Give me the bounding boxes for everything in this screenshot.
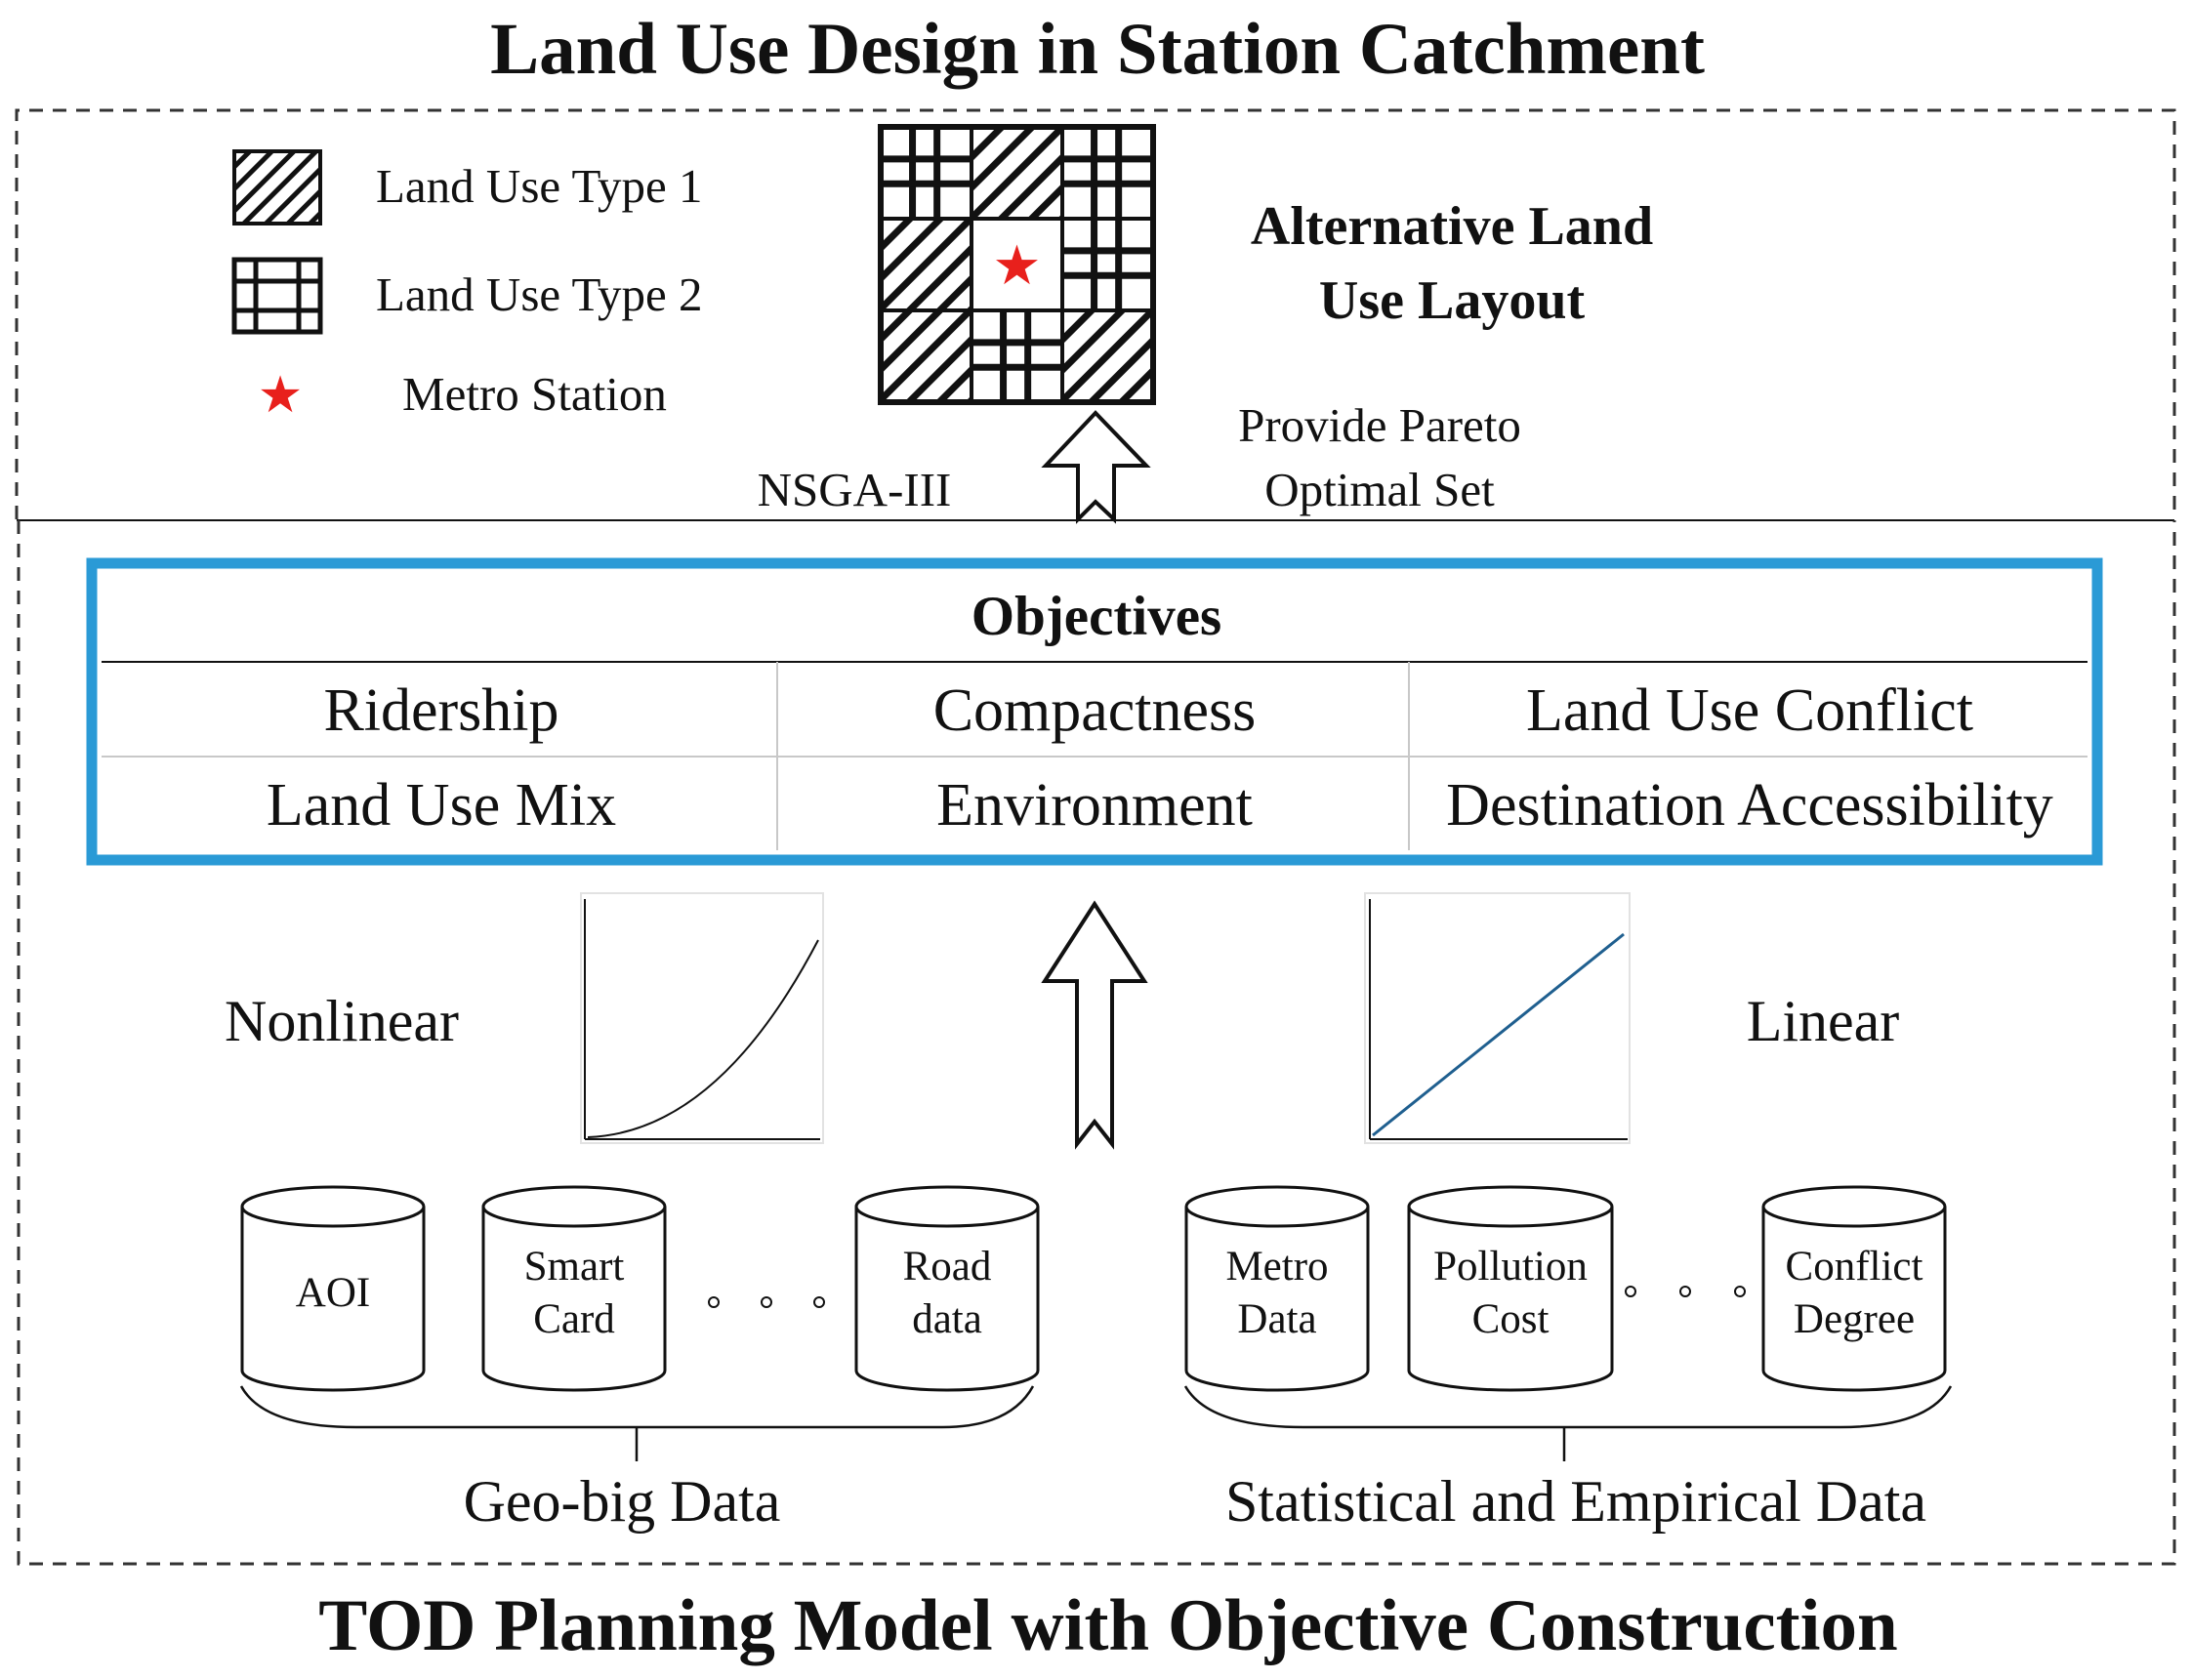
database-label: Data bbox=[1237, 1296, 1316, 1342]
layout-cell-hatch bbox=[879, 308, 973, 404]
layout-title-line2: Use Layout bbox=[1319, 270, 1586, 331]
objective-ridership: Ridership bbox=[323, 677, 558, 744]
upper-section-frame bbox=[15, 108, 2176, 519]
linear-line-chart bbox=[1364, 892, 1631, 1144]
database-geo-0: AOI bbox=[240, 1185, 426, 1392]
station-star-icon: ★ bbox=[992, 236, 1041, 297]
database-cylinder-icon bbox=[1407, 1207, 1614, 1392]
objective-destination-accessibility: Destination Accessibility bbox=[1446, 772, 2053, 839]
database-geo-2: Road data bbox=[854, 1185, 1040, 1392]
legend-type1-swatch-icon bbox=[232, 149, 322, 225]
linear-line bbox=[1372, 932, 1625, 1137]
database-cylinder-icon bbox=[481, 1207, 667, 1392]
database-label: Degree bbox=[1794, 1296, 1915, 1342]
database-label: Road bbox=[903, 1244, 992, 1290]
data-sources: AOISmartCardRoaddataMetroDataPollutionCo… bbox=[240, 1185, 1947, 1392]
stat-ellipsis-icon bbox=[1625, 1286, 1746, 1297]
legend-type2-swatch-icon bbox=[231, 257, 323, 335]
database-label: Card bbox=[533, 1296, 615, 1342]
layout-cell-grid bbox=[1060, 125, 1155, 221]
database-label: Smart bbox=[524, 1244, 625, 1290]
footer-title: TOD Planning Model with Objective Constr… bbox=[318, 1585, 1897, 1666]
layout-cell-hatch bbox=[1060, 308, 1155, 404]
database-label: Pollution bbox=[1433, 1244, 1588, 1290]
legend-type1-label: Land Use Type 1 bbox=[376, 159, 703, 213]
diagram-title: Land Use Design in Station Catchment bbox=[490, 9, 1705, 90]
land-use-layout-grid: ★ bbox=[878, 124, 1156, 405]
linear-label: Linear bbox=[1747, 989, 1900, 1053]
geo-big-data-label: Geo-big Data bbox=[464, 1469, 781, 1534]
nonlinear-label: Nonlinear bbox=[225, 989, 459, 1053]
database-cylinder-icon bbox=[240, 1207, 426, 1392]
legend: Land Use Type 1 Land Use Type 2 ★ Metro … bbox=[231, 149, 703, 424]
database-label: data bbox=[912, 1296, 982, 1342]
database-cylinder-icon bbox=[854, 1207, 1040, 1392]
algorithm-label: NSGA-III bbox=[758, 463, 952, 516]
layout-title-line1: Alternative Land bbox=[1251, 196, 1653, 257]
layout-cell-station: ★ bbox=[970, 217, 1064, 312]
geo-brace bbox=[239, 1385, 1035, 1461]
statistical-empirical-data-label: Statistical and Empirical Data bbox=[1225, 1469, 1926, 1534]
database-cylinder-icon bbox=[1184, 1207, 1370, 1392]
legend-type2-label: Land Use Type 2 bbox=[376, 267, 703, 321]
stat-brace bbox=[1183, 1385, 1953, 1461]
nonlinear-curve-chart bbox=[580, 892, 824, 1144]
database-cylinder-icon bbox=[1761, 1207, 1947, 1392]
legend-station-star-icon: ★ bbox=[258, 368, 304, 424]
layout-cell-hatch bbox=[970, 125, 1064, 221]
objectives-header: Objectives bbox=[971, 586, 1221, 647]
objective-land-use-mix: Land Use Mix bbox=[267, 772, 616, 839]
layout-cell-hatch bbox=[879, 217, 973, 312]
pareto-label-line2: Optimal Set bbox=[1264, 463, 1495, 516]
objective-compactness: Compactness bbox=[933, 677, 1257, 744]
layout-cell-grid bbox=[879, 125, 973, 221]
objective-land-use-conflict: Land Use Conflict bbox=[1526, 677, 1973, 744]
lower-section-frame bbox=[17, 520, 2176, 1566]
arrow-up-icon bbox=[1041, 410, 1151, 524]
legend-station-label: Metro Station bbox=[402, 367, 667, 421]
objectives-panel: Objectives Ridership Compactness Land Us… bbox=[86, 557, 2103, 866]
nonlinear-curve bbox=[587, 939, 819, 1138]
database-label: Metro bbox=[1225, 1244, 1328, 1290]
database-label: Cost bbox=[1472, 1296, 1550, 1342]
arrow-up-center-icon bbox=[1041, 900, 1148, 1150]
objective-environment: Environment bbox=[936, 772, 1253, 839]
pareto-label-line1: Provide Pareto bbox=[1238, 398, 1521, 452]
database-label: AOI bbox=[296, 1270, 370, 1316]
database-label: Conflict bbox=[1786, 1244, 1923, 1290]
layout-cell-grid bbox=[1060, 217, 1155, 312]
geo-ellipsis-icon bbox=[708, 1296, 825, 1308]
layout-cell-grid bbox=[970, 308, 1064, 404]
